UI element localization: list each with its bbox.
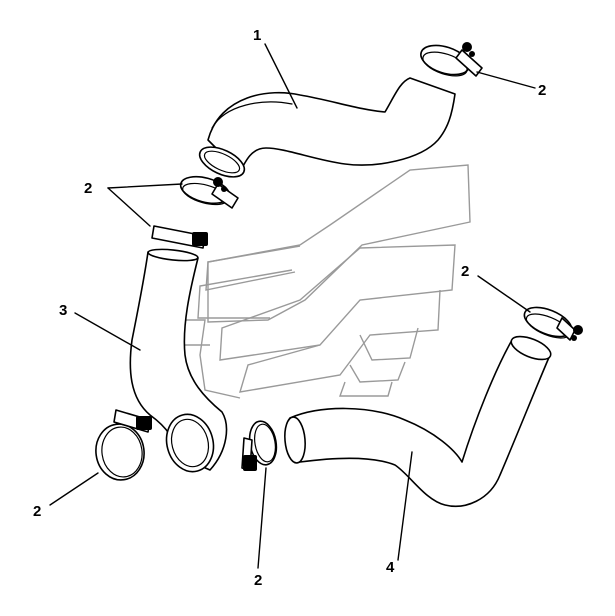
leader-clamp-right-end bbox=[477, 275, 531, 313]
watermark-logo bbox=[180, 164, 471, 399]
lower-right-hose bbox=[284, 335, 552, 507]
callout-labels: 1 2 2 3 2 2 2 4 bbox=[33, 27, 546, 589]
leader-clamp-upper-left-b bbox=[107, 187, 151, 227]
leader-hose-upper bbox=[264, 43, 298, 109]
callout-clamp-bottom-left: 2 bbox=[33, 503, 41, 520]
callout-hose-lower-right: 4 bbox=[386, 559, 395, 576]
leader-hose-left bbox=[74, 312, 141, 351]
callout-clamp-bottom-center: 2 bbox=[254, 572, 262, 589]
hose-clamp-bottom-center bbox=[241, 420, 278, 471]
callout-hose-upper: 1 bbox=[253, 27, 261, 44]
callout-clamp-top-right: 2 bbox=[538, 82, 546, 99]
leader-hose-lower-right bbox=[397, 451, 413, 561]
callout-hose-left: 3 bbox=[59, 302, 67, 319]
hose-clamp-strap bbox=[151, 225, 208, 249]
callout-clamp-right-end: 2 bbox=[461, 263, 469, 280]
hose-clamp-right-end bbox=[523, 306, 583, 341]
leader-clamp-bottom-center bbox=[257, 467, 267, 569]
hose-clamp-upper-left bbox=[179, 175, 239, 209]
hose-clamp-top-right bbox=[420, 42, 483, 77]
hose-clamp-bottom-left bbox=[95, 409, 152, 481]
leader-clamp-upper-left-a bbox=[107, 183, 183, 189]
leader-clamp-bottom-left bbox=[49, 472, 99, 506]
upper-hose bbox=[198, 77, 456, 178]
callout-clamp-upper-left: 2 bbox=[84, 180, 92, 197]
left-hose bbox=[129, 248, 228, 473]
leader-clamp-top-right bbox=[476, 71, 536, 89]
leader-lines bbox=[49, 43, 536, 569]
